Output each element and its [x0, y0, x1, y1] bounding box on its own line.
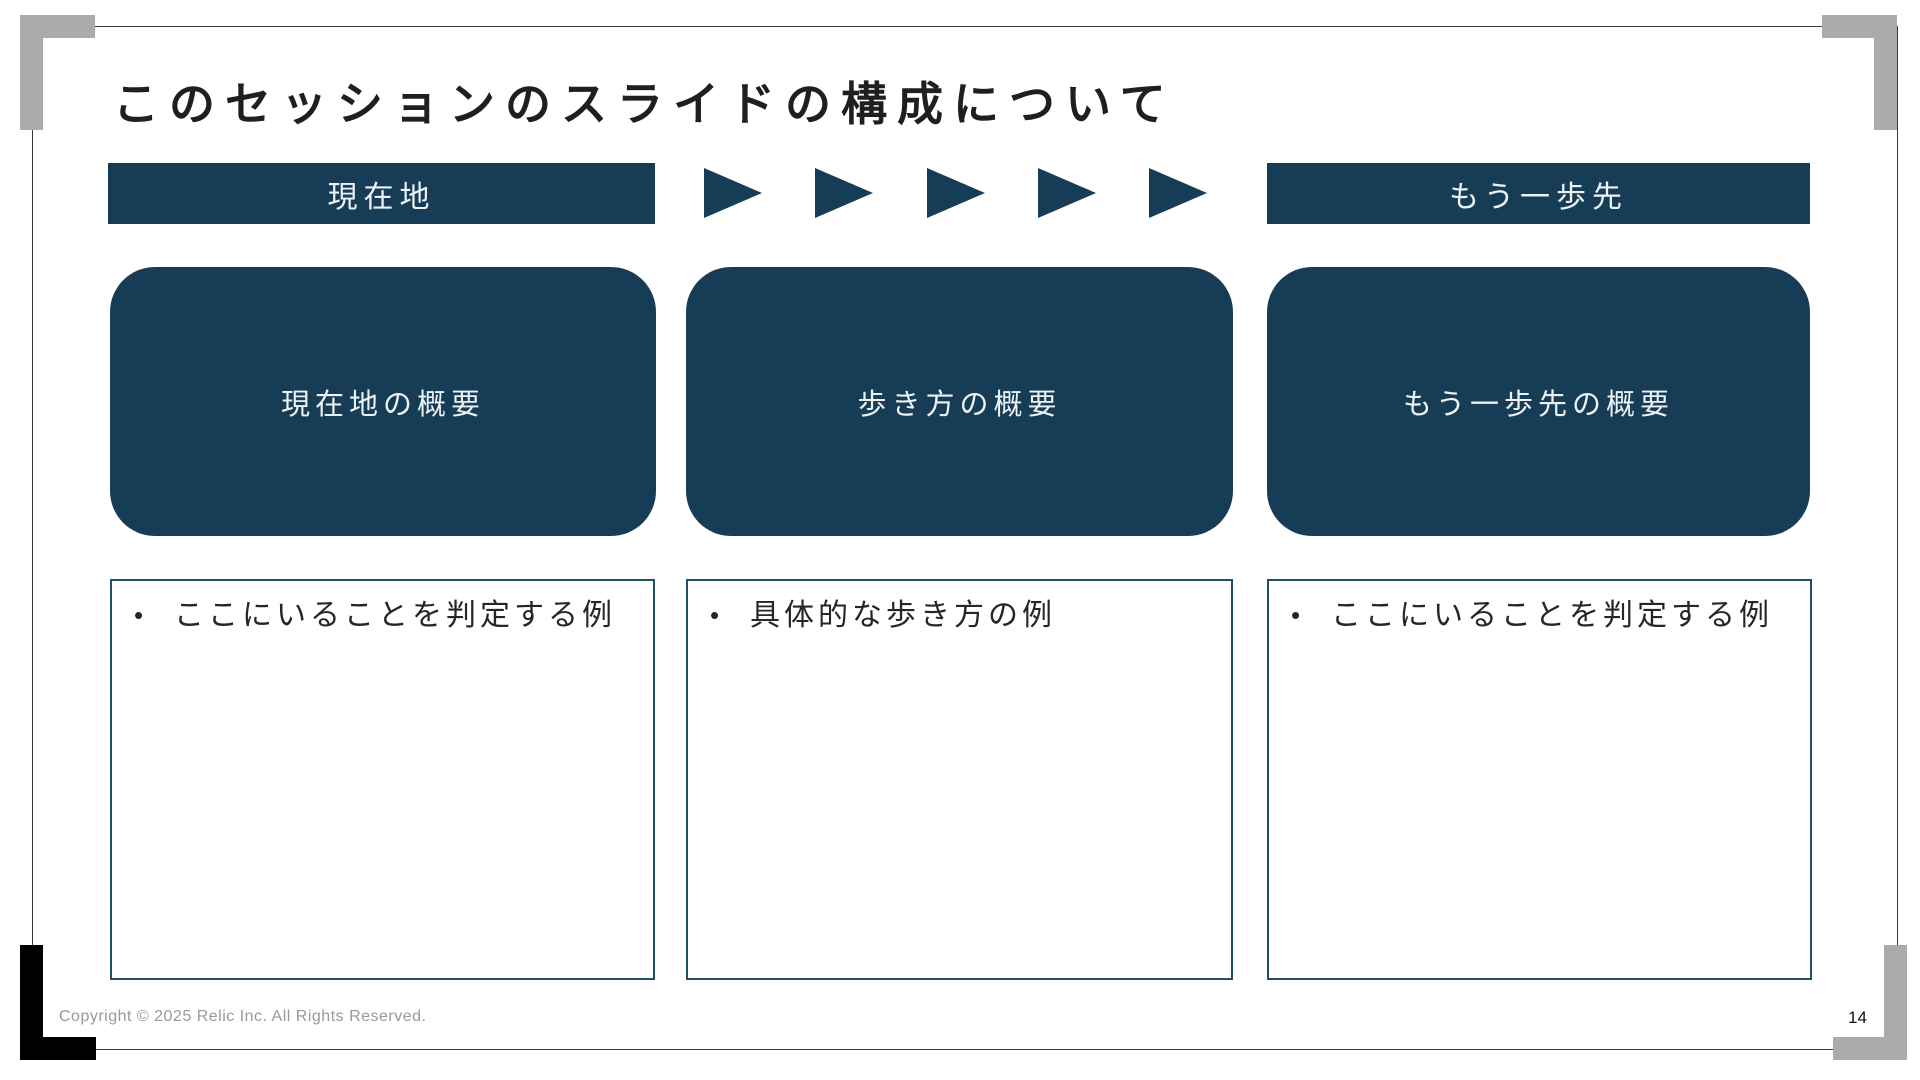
corner-bracket-bottom-right-icon	[1833, 945, 1907, 1060]
list-item: • ここにいることを判定する例	[134, 597, 639, 635]
right-arrow-icon	[815, 168, 874, 218]
right-arrow-icon	[926, 168, 985, 218]
list-item: • ここにいることを判定する例	[1291, 597, 1796, 635]
bullet-icon: •	[1291, 600, 1301, 630]
example-box-next-text: ここにいることを判定する例	[1331, 599, 1773, 632]
example-box-walkthrough-text: 具体的な歩き方の例	[750, 599, 1056, 632]
overview-box-walkthrough: 歩き方の概要	[686, 267, 1233, 536]
overview-box-current: 現在地の概要	[110, 267, 656, 536]
list-item: • 具体的な歩き方の例	[710, 597, 1217, 635]
example-box-current: • ここにいることを判定する例	[110, 579, 655, 980]
overview-box-next: もう一歩先の概要	[1267, 267, 1810, 536]
right-arrow-icon	[1037, 168, 1096, 218]
corner-bracket-top-right-icon	[1822, 15, 1897, 130]
slide-title: このセッションのスライドの構成について	[113, 78, 1176, 130]
overview-box-next-label: もう一歩先の概要	[1402, 388, 1675, 421]
copyright-notice: Copyright © 2025 Relic Inc. All Rights R…	[59, 1008, 427, 1025]
flow-arrows	[704, 168, 1207, 218]
overview-box-current-label: 現在地の概要	[280, 388, 485, 421]
right-arrow-icon	[1149, 168, 1207, 218]
flow-stage-current-bar: 現在地	[108, 163, 655, 224]
flow-stage-next-label: もう一歩先	[1448, 180, 1629, 214]
example-box-walkthrough: • 具体的な歩き方の例	[686, 579, 1233, 980]
example-box-current-text: ここにいることを判定する例	[174, 599, 616, 632]
overview-box-walkthrough-label: 歩き方の概要	[857, 388, 1062, 421]
bullet-icon: •	[134, 600, 144, 630]
slide-frame-border	[32, 26, 1898, 1050]
bullet-icon: •	[710, 600, 720, 630]
flow-stage-current-label: 現在地	[327, 180, 436, 214]
corner-bracket-top-left-icon	[20, 15, 95, 130]
right-arrow-icon	[704, 168, 762, 218]
flow-stage-next-bar: もう一歩先	[1267, 163, 1810, 224]
page-number: 14	[1848, 1008, 1867, 1027]
corner-bracket-bottom-left-icon	[20, 945, 96, 1060]
example-box-next: • ここにいることを判定する例	[1267, 579, 1812, 980]
